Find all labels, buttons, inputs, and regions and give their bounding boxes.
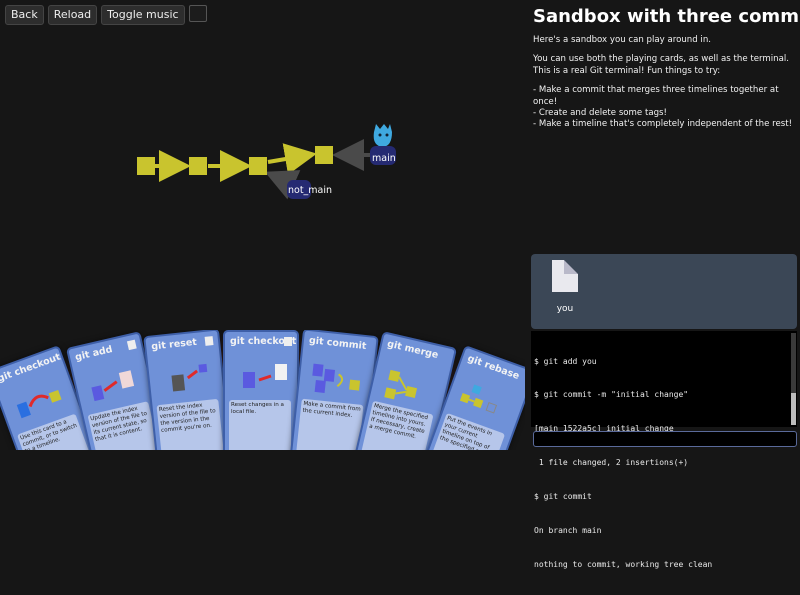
card-title: git add	[74, 344, 114, 364]
level-info: Sandbox with three commits Here's a sand…	[533, 6, 800, 131]
card-title: git reset	[150, 336, 198, 353]
terminal-line: 1 file changed, 2 insertions(+)	[534, 458, 689, 468]
commit-graph: main not_main	[0, 0, 525, 330]
top-toolbar: Back Reload Toggle music	[5, 5, 207, 25]
card-art	[459, 384, 498, 414]
level-input[interactable]	[188, 5, 207, 22]
terminal-line: nothing to commit, working tree clean	[534, 559, 713, 569]
card-hand: git checkout Use this card to a commit, …	[0, 330, 525, 450]
level-body: You can use both the playing cards, as w…	[533, 54, 789, 76]
card-description: Reset changes in a local file.	[229, 400, 291, 450]
branch-label-not-main-bg[interactable]	[287, 180, 311, 199]
card-git-reset[interactable]: git reset Reset the index version of the…	[143, 330, 233, 450]
branch-label-not-main[interactable]: not_main	[288, 185, 332, 196]
terminal-line: $ git add you	[534, 356, 597, 366]
card-art	[91, 370, 135, 402]
toggle-music-button[interactable]: Toggle music	[101, 5, 185, 25]
level-title: Sandbox with three commits	[533, 6, 800, 27]
commit-node[interactable]	[189, 157, 207, 175]
files-panel: you	[531, 254, 797, 329]
card-art	[171, 363, 208, 392]
commit-node[interactable]	[137, 157, 155, 175]
card-art	[243, 364, 287, 388]
card-git-merge[interactable]: git merge Merge the specified timeline i…	[352, 331, 458, 450]
card-art	[384, 369, 418, 400]
reload-button[interactable]: Reload	[47, 5, 98, 25]
file-icon	[552, 260, 578, 292]
terminal-scrollbar-thumb[interactable]	[791, 393, 796, 425]
terminal-output: $ git add you $ git commit -m "initial c…	[531, 331, 797, 569]
back-button[interactable]: Back	[5, 5, 44, 25]
file-item[interactable]: you	[547, 260, 583, 314]
terminal-line: $ git commit -m "initial change"	[534, 390, 689, 400]
terminal-line: [main 1522a5c] initial change	[534, 424, 674, 434]
card-description: Make a commit from the current index.	[295, 398, 364, 450]
card-title: git merge	[386, 338, 440, 362]
file-icon	[284, 337, 292, 346]
card-git-checkout-commit[interactable]: git checkout Use this card to a commit, …	[0, 345, 105, 450]
tip-item: - Make a timeline that's completely inde…	[533, 119, 793, 130]
terminal-line: On branch main	[534, 526, 602, 536]
commit-edge	[267, 143, 317, 175]
file-icon	[126, 339, 137, 351]
card-git-checkout-file[interactable]: git checkout Reset changes in a local fi…	[223, 330, 299, 450]
commit-graph-svg: main not_main	[137, 124, 396, 200]
tip-item: - Create and delete some tags!	[533, 108, 667, 119]
card-title: git checkout	[230, 336, 297, 347]
head-icon[interactable]	[373, 124, 392, 147]
file-icon	[204, 336, 214, 346]
tip-item: - Make a commit that merges three timeli…	[533, 85, 779, 107]
card-git-rebase[interactable]: git rebase Put the events in your curren…	[419, 345, 525, 450]
level-intro: Here's a sandbox you can play around in.	[533, 35, 711, 45]
card-art	[312, 363, 361, 393]
card-art	[16, 389, 62, 419]
commit-node[interactable]	[249, 157, 267, 175]
branch-label-main-bg[interactable]	[370, 146, 396, 165]
card-git-commit[interactable]: git commit Make a commit from the curren…	[289, 330, 379, 450]
terminal-scrollbar[interactable]	[791, 333, 796, 425]
branch-label-main[interactable]: main	[372, 153, 396, 164]
terminal-input[interactable]	[533, 431, 797, 447]
terminal-line: $ git commit	[534, 492, 592, 502]
file-name: you	[556, 304, 574, 314]
card-git-add[interactable]: git add Update the index version of the …	[65, 331, 171, 450]
commit-node[interactable]	[315, 146, 333, 164]
branch-edge-not-main	[264, 170, 301, 200]
card-title: git commit	[308, 335, 367, 353]
card-description: Reset the index version of the file to t…	[156, 398, 225, 450]
tips-list: - Make a commit that merges three timeli…	[533, 85, 795, 131]
